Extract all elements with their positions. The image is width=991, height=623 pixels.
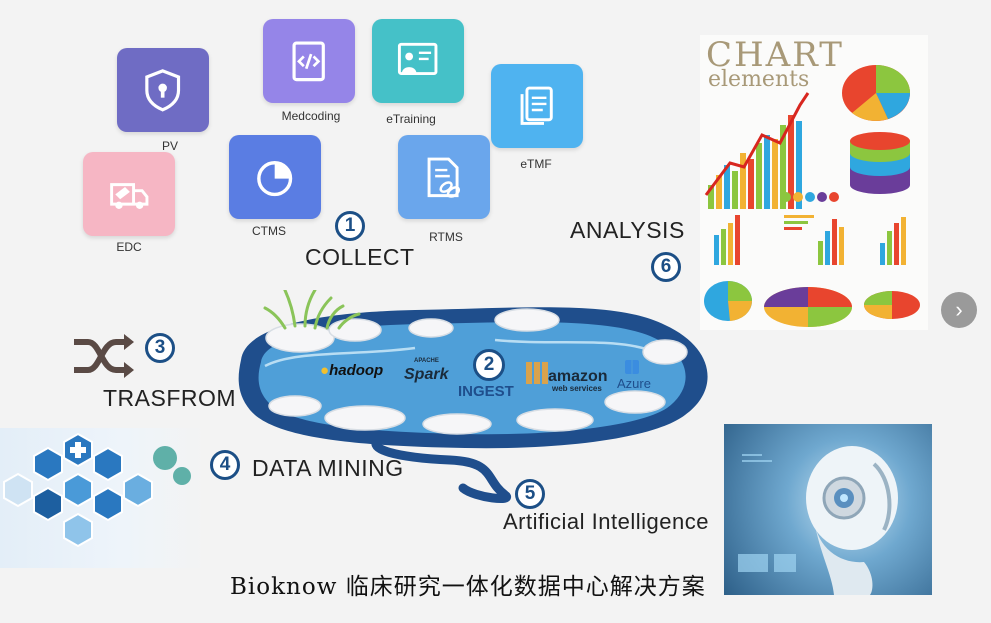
etmf-label: eTMF bbox=[520, 157, 552, 171]
step-1-number: 1 bbox=[335, 211, 365, 241]
step-3-number: 3 bbox=[145, 333, 175, 363]
pv-tile[interactable] bbox=[117, 48, 209, 132]
hexagon-grid-icon bbox=[3, 432, 191, 548]
data-lake bbox=[238, 290, 708, 504]
aws-boxes-icon bbox=[526, 362, 548, 384]
rtms-tile[interactable] bbox=[398, 135, 490, 219]
etraining-tile[interactable] bbox=[372, 19, 464, 103]
ctms-tile[interactable] bbox=[229, 135, 321, 219]
spark-logo: Spark bbox=[404, 366, 449, 383]
robot-head-icon bbox=[738, 446, 898, 595]
code-file-icon bbox=[292, 41, 326, 81]
step-3-label: TRASFROM bbox=[103, 385, 237, 411]
shield-lock-icon bbox=[145, 68, 181, 112]
azure-logo: Azure bbox=[617, 376, 651, 391]
infographic-charts-icon bbox=[704, 65, 920, 327]
hadoop-logo: ●hadoop bbox=[320, 362, 384, 379]
truck-icon bbox=[110, 182, 149, 209]
medcoding-tile[interactable] bbox=[263, 19, 355, 103]
ai-robot-image bbox=[724, 424, 932, 595]
step-5-label: Artificial Intelligence bbox=[503, 509, 709, 534]
medcoding-label: Medcoding bbox=[281, 109, 341, 123]
step-2-number: 2 bbox=[473, 349, 505, 381]
document-link-icon bbox=[427, 157, 461, 198]
ctms-label: CTMS bbox=[252, 224, 286, 238]
medical-hex-image bbox=[0, 428, 205, 568]
etmf-tile[interactable] bbox=[491, 64, 583, 148]
next-slide-button[interactable]: › bbox=[941, 292, 977, 328]
edc-tile[interactable] bbox=[83, 152, 175, 236]
shuffle-icon bbox=[74, 334, 134, 378]
edc-label: EDC bbox=[116, 240, 142, 254]
chevron-right-icon: › bbox=[955, 297, 963, 322]
chart-image-title: CHART bbox=[706, 35, 844, 75]
step-4-number: 4 bbox=[210, 450, 240, 480]
windows-icon bbox=[625, 360, 639, 374]
presenter-icon bbox=[398, 42, 438, 75]
step-1-label: COLLECT bbox=[305, 244, 415, 270]
step-6-label: ANALYSIS bbox=[570, 217, 685, 243]
spark-small-text: APACHE bbox=[414, 358, 439, 364]
documents-icon bbox=[520, 86, 554, 125]
step-6-number: 6 bbox=[651, 252, 681, 282]
elephant-icon: ● bbox=[320, 362, 330, 379]
etraining-label: eTraining bbox=[386, 112, 436, 126]
step-5-number: 5 bbox=[515, 479, 545, 509]
amazon-logo: amazon bbox=[548, 368, 608, 385]
step-4-label: DATA MINING bbox=[252, 455, 404, 481]
solution-title: Bioknow 临床研究一体化数据中心解决方案 bbox=[230, 574, 706, 600]
chart-elements-image: CHART elements bbox=[700, 35, 928, 330]
pie-chart-icon bbox=[257, 160, 293, 196]
step-2-label: INGEST bbox=[458, 383, 514, 400]
pv-label: PV bbox=[161, 139, 178, 153]
amazon-subtitle: web services bbox=[552, 384, 602, 393]
chart-image-subtitle: elements bbox=[708, 67, 810, 92]
rtms-label: RTMS bbox=[429, 230, 463, 244]
